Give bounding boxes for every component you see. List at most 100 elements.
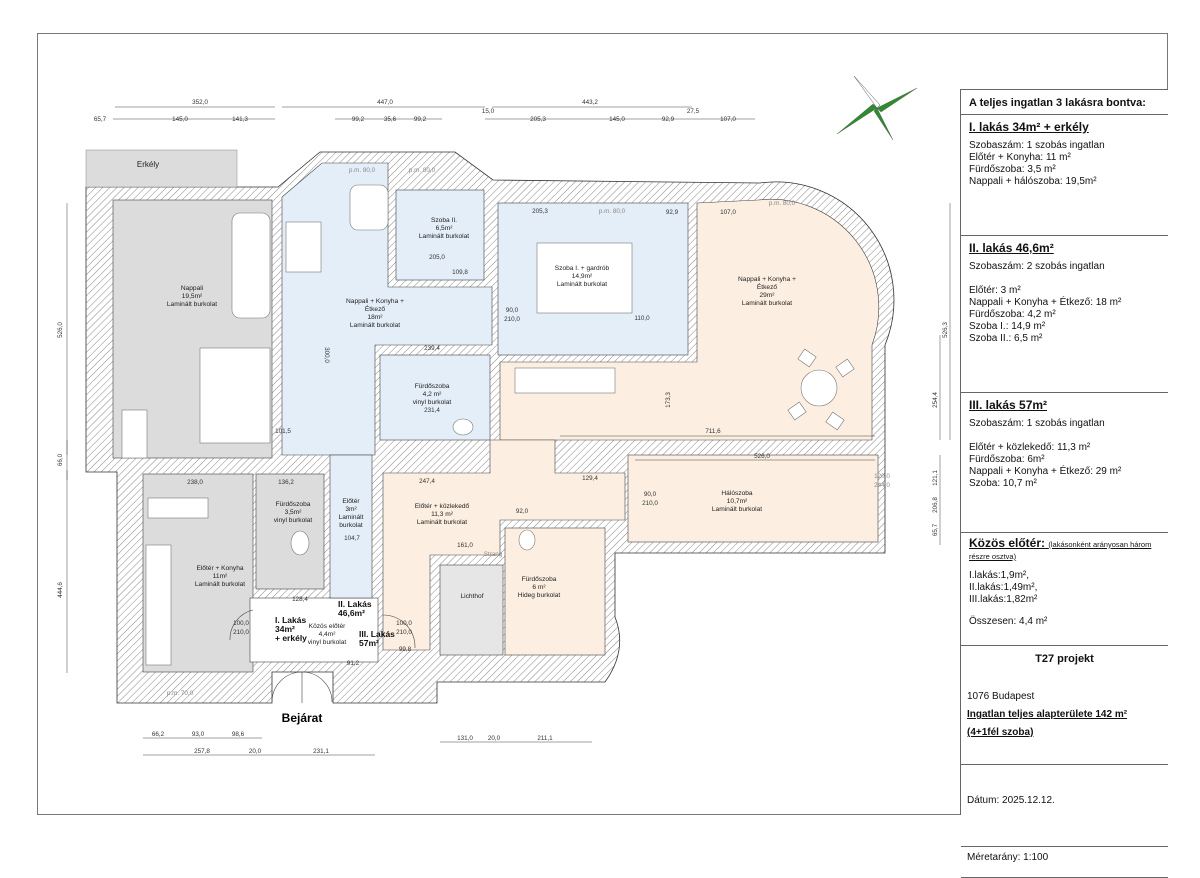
dim-label: 109,8 (452, 269, 468, 276)
dim-label: 99,8 (399, 646, 412, 653)
dim-label: 121,1 (932, 470, 939, 486)
door-label: 100,0 (396, 620, 412, 627)
dim-label: 65,7 (932, 523, 939, 536)
dim-label: 205,3 (530, 116, 546, 123)
dim-label: 526,0 (754, 453, 770, 460)
door-label: 90,0 (644, 491, 657, 498)
apartment-2-item: Nappali + Konyha + Étkező: 18 m² (969, 297, 1122, 308)
dim-label: 66,2 (152, 731, 165, 738)
project-area: Ingatlan teljes alapterülete 142 m² (967, 709, 1128, 720)
dim-label: 205,3 (532, 208, 548, 215)
apartment-2-item: Szoba II.: 6,5 m² (969, 333, 1043, 344)
apt1-bath-floor (255, 473, 325, 590)
dim-label: 93,0 (192, 731, 205, 738)
panel-header: A teljes ingatlan 3 lakásra bontva: (961, 90, 1168, 115)
window-label: p.m. 80,0 (599, 208, 626, 215)
entrance-door-icon (229, 609, 416, 703)
door-label: 210,0 (233, 629, 249, 636)
window-label: p.m. 70,0 (167, 690, 194, 697)
project-room-count: (4+1fél szoba) (967, 727, 1034, 738)
dim-label: 257,8 (194, 748, 210, 755)
window-label: p.m. 80,0 (769, 200, 796, 207)
dim-label: 254,4 (932, 392, 939, 408)
dim-label: 92,0 (516, 508, 529, 515)
apt3-bath-floor (504, 527, 606, 656)
apartment-2-rooms: Szobaszám: 2 szobás ingatlan (969, 261, 1105, 272)
apartment-2-item: Fürdőszoba: 4,2 m² (969, 309, 1056, 320)
dimension-labels: 352,0 447,0 443,2 65,7 145,0 141,3 99,2 … (57, 99, 949, 755)
door-label: 100,0 (233, 620, 249, 627)
dim-label: 65,7 (94, 116, 107, 123)
apartment-3-item: Szoba: 10,7 m² (969, 478, 1037, 489)
dim-label: 128,4 (292, 596, 308, 603)
dim-label: 711,6 (705, 428, 721, 435)
date-text: Dátum: 2025.12.12. (967, 795, 1055, 806)
project-title: T27 projekt (1035, 653, 1094, 665)
dim-label: 231,1 (313, 748, 329, 755)
dim-label: 206,8 (932, 497, 939, 513)
dim-label: 66,0 (57, 453, 64, 466)
apartment-1-title: I. lakás 34m² + erkély (969, 120, 1089, 134)
dim-label: 129,4 (582, 475, 598, 482)
dim-label: 101,5 (275, 428, 291, 435)
lichthof-floor (439, 564, 504, 656)
common-hall-note: (lakásonként arányosan három részre oszt… (969, 540, 1152, 561)
dim-label: 136,2 (278, 479, 294, 486)
dim-label: 447,0 (377, 99, 393, 106)
dim-label: 120,0 (874, 473, 890, 480)
dim-label: 20,0 (249, 748, 262, 755)
room-label-lichthof: Lichthof (460, 593, 483, 600)
dim-label: 107,0 (720, 209, 736, 216)
dim-label: 110,0 (634, 315, 650, 322)
dim-label: 145,0 (609, 116, 625, 123)
dim-label: 92,9 (666, 209, 679, 216)
info-panel: A teljes ingatlan 3 lakásra bontva: I. l… (960, 89, 1168, 878)
dim-label: 99,2 (352, 116, 365, 123)
dim-label: 20,0 (488, 735, 501, 742)
apartment-1-item: Előtér + Konyha: 11 m² (969, 152, 1071, 163)
dim-label: 99,2 (414, 116, 427, 123)
apartment-3-item: Előtér + közlekedő: 11,3 m² (969, 442, 1091, 453)
dim-label: 145,0 (172, 116, 188, 123)
apt2-hall-floor (329, 454, 373, 599)
door-label: 90,0 (506, 307, 519, 314)
dim-label: 526,0 (57, 322, 64, 338)
project-city: 1076 Budapest (967, 691, 1035, 702)
scale-text: Méretarány: 1:100 (967, 852, 1049, 863)
apartment-3-title: III. lakás 57m² (969, 398, 1048, 412)
window-label: p.m. 80,0 (409, 167, 436, 174)
common-hall-floor (249, 597, 379, 663)
dim-label: 211,1 (537, 735, 553, 742)
door-label: 210,0 (504, 316, 520, 323)
dim-label: 92,9 (662, 116, 675, 123)
dim-label: 238,0 (187, 479, 203, 486)
apartment-3-section: III. lakás 57m² Szobaszám: 1 szobás inga… (961, 398, 1168, 533)
furniture (121, 184, 855, 666)
dim-label: 131,0 (457, 735, 473, 742)
common-hall-title: Közös előtér: (lakásonként arányosan hár… (969, 537, 1160, 562)
dim-label: 444,6 (57, 582, 64, 598)
dim-label: 247,4 (419, 478, 435, 485)
strang-label: Strang (484, 551, 503, 558)
apt2-room2-floor (395, 189, 485, 281)
room-label-balcony: Erkély (137, 160, 159, 169)
dim-label: 107,0 (720, 116, 736, 123)
apartment-2-item: Szoba I.: 14,9 m² (969, 321, 1046, 332)
balcony-floor (85, 149, 238, 188)
dim-label: 91,2 (347, 660, 360, 667)
dim-label: 35,6 (384, 116, 397, 123)
scale-section: Méretarány: 1:100 (961, 852, 1168, 878)
common-hall-total: Összesen: 4,4 m² (969, 616, 1048, 627)
